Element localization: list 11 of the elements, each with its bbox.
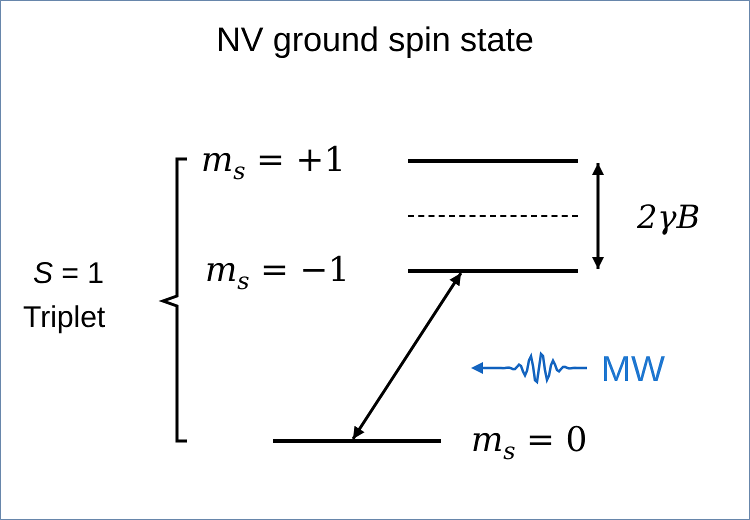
level-label: m$_{s}$ = 0 — [471, 423, 588, 464]
microwave-label: MW — [601, 351, 665, 387]
spin-label: S = 1 — [33, 259, 104, 289]
transition-arrow — [592, 163, 604, 269]
spin-label: Triplet — [23, 303, 106, 333]
level-label: m$_{s}$ = −1 — [205, 253, 350, 294]
dashed-energy-level — [408, 215, 578, 217]
edge-label: 2γB — [637, 201, 700, 233]
level-label: m$_{s}$ = +1 — [201, 143, 346, 184]
transition-arrow — [352, 272, 462, 440]
diagram-title: NV ground spin state — [215, 23, 535, 57]
